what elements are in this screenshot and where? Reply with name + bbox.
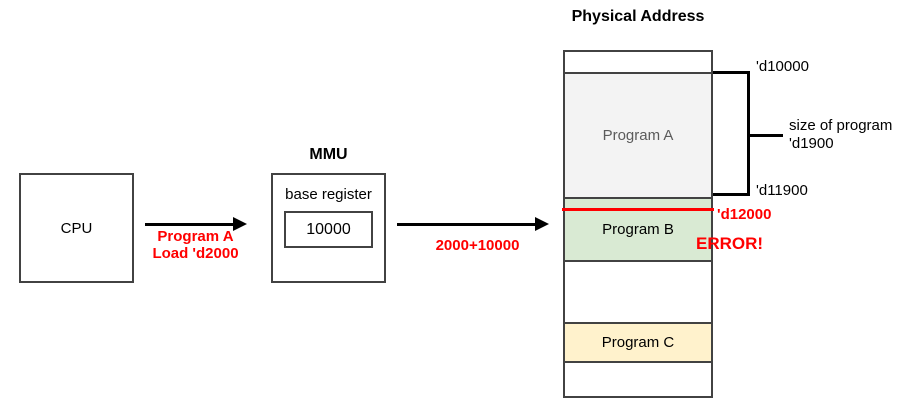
bracket-middle-tick [750, 134, 783, 137]
bracket-bottom-line [713, 193, 750, 196]
program-c-label: Program C [601, 334, 675, 351]
address-start-label: 'd10000 [756, 58, 809, 75]
memory-segment-free-top [565, 52, 711, 72]
memory-segment-program-b: Program B [565, 197, 711, 260]
bracket-vertical-line [747, 71, 750, 196]
address-end-label: 'd11900 [756, 182, 808, 199]
flow-label-program: Program A [157, 228, 234, 245]
memory-segment-program-c: Program C [565, 322, 711, 361]
program-b-label: Program B [602, 221, 674, 238]
program-size-line2: 'd1900 [789, 135, 834, 152]
cpu-to-mmu-arrow-shaft [145, 223, 235, 226]
program-size-line1: size of program [789, 117, 893, 134]
cpu-to-mmu-arrowhead-icon [233, 217, 247, 231]
memory-segment-program-a: Program A [565, 72, 711, 197]
memory-segment-free-middle [565, 260, 711, 322]
physical-memory-column: Program A Program B Program C [563, 50, 713, 398]
physical-address-title: Physical Address [571, 8, 705, 25]
memory-segment-free-bottom [565, 361, 711, 396]
address-overflow-label: 'd12000 [717, 206, 772, 223]
mmu-to-memory-arrow-shaft [397, 223, 535, 226]
cpu-box: CPU [19, 173, 134, 283]
cpu-label: CPU [60, 219, 93, 237]
cpu-to-mmu-flow-label: Program A Load 'd2000 [143, 228, 248, 262]
overflow-boundary-line [562, 208, 714, 211]
program-a-label: Program A [602, 127, 674, 144]
error-label: ERROR! [696, 234, 764, 253]
mmu-to-memory-flow-label: 2000+10000 [435, 237, 520, 254]
flow-label-load-address: Load 'd2000 [152, 245, 239, 262]
bracket-top-line [713, 71, 750, 74]
mmu-title: MMU [309, 146, 348, 163]
base-register-label: base register [285, 186, 372, 203]
mmu-to-memory-arrowhead-icon [535, 217, 549, 231]
base-register-value-box: 10000 [284, 211, 373, 248]
base-register-value: 10000 [306, 220, 351, 238]
program-size-label: size of program 'd1900 [789, 117, 892, 153]
